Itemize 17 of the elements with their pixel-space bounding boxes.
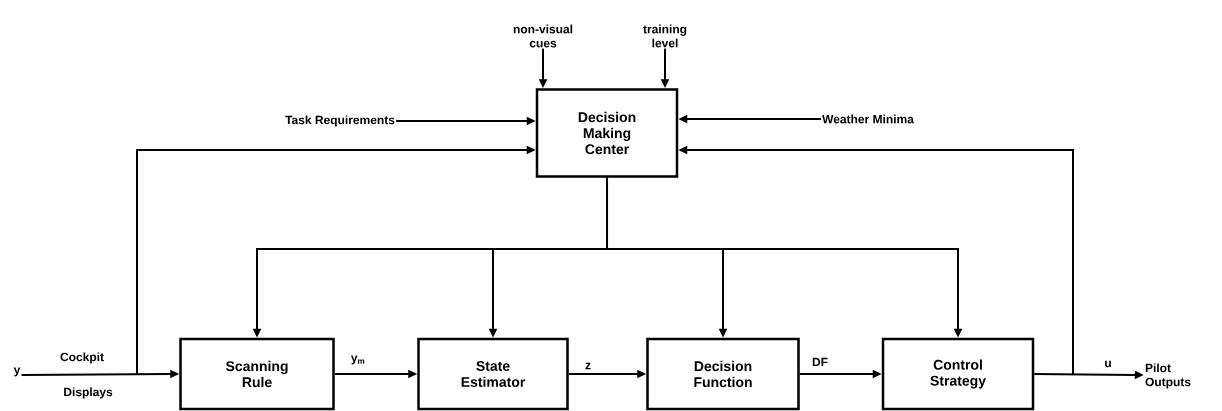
input-label: Weather Minima <box>822 114 914 124</box>
decision-box: Decision Making Center <box>535 88 679 178</box>
edge-label: u <box>1103 359 1113 369</box>
output-label: Pilot Outputs <box>1145 363 1191 389</box>
process-box: Scanning Rule <box>179 337 335 411</box>
signal-label: Cockpit <box>60 352 104 364</box>
variable-label: y <box>13 367 21 377</box>
edge-label: z <box>584 361 592 371</box>
process-box: Decision Function <box>646 337 800 411</box>
process-box: Control Strategy <box>881 337 1035 411</box>
signal-label: Displays <box>64 387 113 399</box>
edge-label: DF <box>811 356 829 368</box>
input-label: training level <box>643 24 687 48</box>
edge-label: y$_{m}$ <box>349 354 367 366</box>
input-label: non-visual cues <box>513 24 573 48</box>
input-label: Task Requirements <box>285 115 395 127</box>
process-box: State Estimator <box>417 337 569 411</box>
